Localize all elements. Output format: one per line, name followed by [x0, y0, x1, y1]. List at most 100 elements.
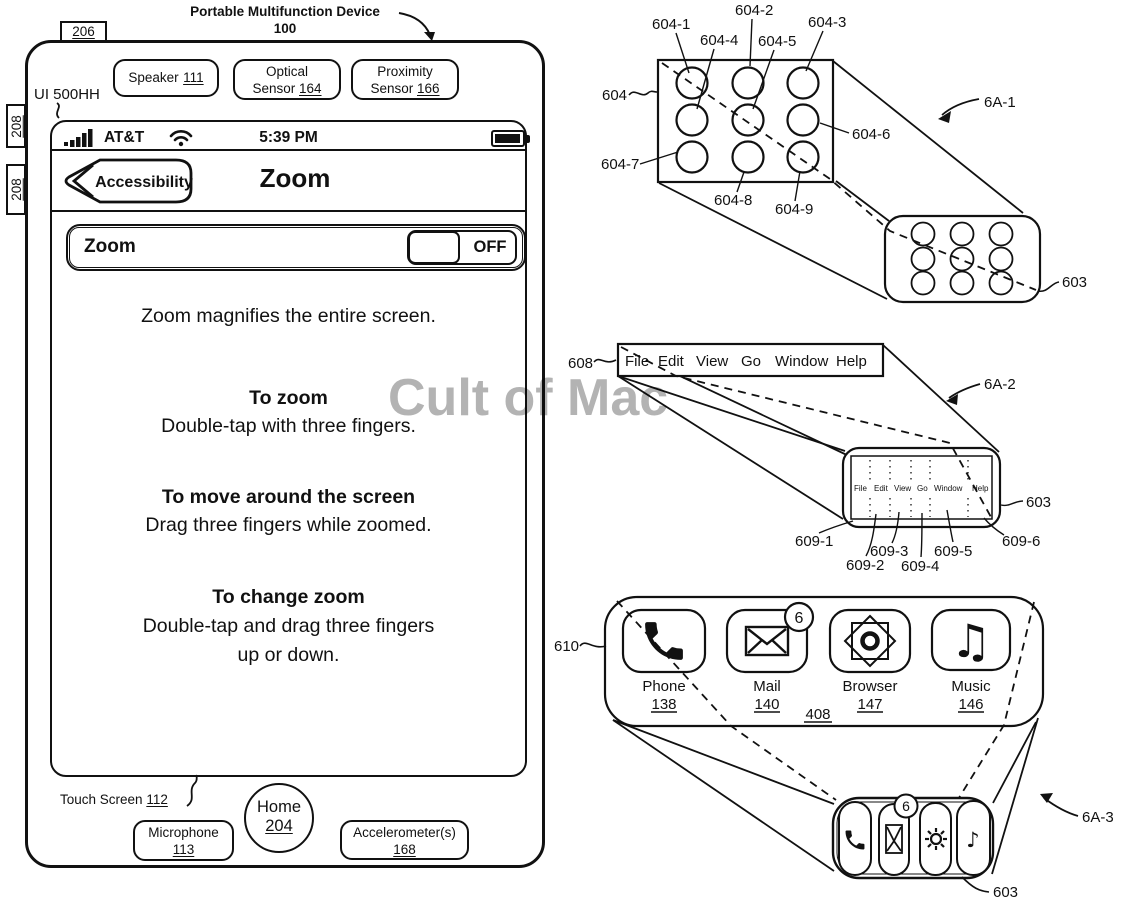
menu-item-view[interactable]: View: [696, 353, 728, 370]
svg-text:Edit: Edit: [874, 484, 889, 493]
svg-text:604: 604: [602, 87, 627, 104]
mini-browser-button[interactable]: [919, 802, 952, 876]
battery-icon: [491, 130, 525, 147]
fig1-arrow-curve: [941, 98, 980, 116]
menu-item-go[interactable]: Go: [741, 353, 761, 370]
proximity-sensor-line1: Proximity: [377, 64, 433, 79]
svg-text:604-2: 604-2: [735, 2, 773, 19]
svg-text:408: 408: [805, 706, 830, 723]
fig1-projection-lines: [658, 60, 1024, 300]
zoom-intro-text: Zoom magnifies the entire screen.: [141, 305, 436, 327]
optical-sensor-line1: Optical: [265, 64, 309, 79]
svg-text:609-3: 609-3: [870, 543, 908, 560]
fig2-callout-leaders: [593, 358, 1024, 558]
fig2-labels: 608 609-1 609-2 609-3 609-4 609-5 609-6 …: [568, 355, 1051, 575]
change-zoom-body2: up or down.: [237, 644, 340, 666]
mini-braille-dots: [910, 221, 1014, 296]
menu-item-window[interactable]: Window: [775, 353, 829, 370]
change-zoom-body1: Double-tap and drag three fingers: [142, 615, 435, 637]
to-zoom-heading: To zoom: [249, 387, 328, 409]
menu-item-help[interactable]: Help: [836, 353, 867, 370]
speaker-ref: 111: [183, 70, 204, 85]
svg-text:609-4: 609-4: [901, 558, 939, 575]
svg-text:604-1: 604-1: [652, 16, 690, 33]
music-icon: ♫: [950, 614, 991, 668]
microphone-label: Microphone: [148, 825, 219, 840]
svg-text:604-5: 604-5: [758, 33, 796, 50]
carrier-label: AT&T: [104, 129, 145, 146]
svg-text:603: 603: [1062, 274, 1087, 291]
microphone-callout: Microphone 113: [133, 820, 234, 861]
ui-ref-label: UI 500HH: [34, 86, 100, 103]
fig3-dashed-right: [956, 601, 1035, 802]
figure-title: Portable Multifunction Device: [190, 4, 380, 19]
mail-badge-count: 6: [795, 610, 804, 627]
menu-item-edit[interactable]: Edit: [658, 353, 685, 370]
fig2-arrowhead: [946, 394, 958, 405]
nav-divider: [52, 210, 525, 212]
home-button[interactable]: Home 204: [244, 783, 314, 853]
browser-app-button[interactable]: [828, 608, 912, 674]
svg-text:140: 140: [754, 696, 779, 713]
mini-phone-button[interactable]: [838, 801, 872, 876]
fig1-arrowhead: [938, 111, 951, 123]
back-button[interactable]: Accessibility: [56, 156, 198, 206]
fig-6a3: 6 ♫ Phone Mail Browser Music 138 140 147…: [554, 595, 1114, 901]
zoom-setting-row: [66, 224, 526, 271]
watermark: Cult of Mac: [388, 369, 669, 427]
mini-music-icon: ♪: [966, 828, 979, 852]
page-title: Zoom: [259, 163, 331, 193]
fig2-dashed-diagonal: [620, 346, 992, 518]
fig-6a1: 604-1 604-2 604-3 604-4 604-5 604-6 604-…: [601, 2, 1087, 304]
mini-mail-badge-count: 6: [902, 798, 910, 814]
svg-text:View: View: [894, 484, 911, 493]
speaker-callout: Speaker 111: [113, 59, 219, 97]
accelerometer-ref: 168: [393, 841, 416, 857]
to-zoom-body: Double-tap with three fingers.: [161, 415, 416, 437]
svg-text:603: 603: [993, 884, 1018, 901]
zoom-setting-row-inner: [69, 227, 523, 268]
proximity-sensor-ref: 166: [417, 80, 440, 96]
svg-text:610: 610: [554, 638, 579, 655]
fig3-labels: 610 6A-3 603: [554, 638, 1114, 901]
svg-text:604-3: 604-3: [808, 14, 846, 31]
signal-strength-icon: [64, 129, 93, 147]
touch-screen-ref: 112: [146, 792, 168, 807]
svg-text:604-7: 604-7: [601, 156, 639, 173]
svg-text:609-1: 609-1: [795, 533, 833, 550]
phone-app-button[interactable]: [621, 608, 707, 674]
touch-screen-label: Touch Screen: [60, 792, 143, 807]
mini-music-button[interactable]: [956, 800, 991, 876]
wifi-icon: [169, 130, 193, 147]
chevron-left-icon: [71, 163, 94, 199]
clock-label: 5:39 PM: [259, 129, 318, 146]
music-app-button[interactable]: [930, 608, 1012, 672]
fig1-603-leader: [1037, 281, 1060, 293]
optical-sensor-line2: Sensor: [252, 80, 296, 96]
home-label: Home: [256, 798, 301, 816]
menu-item-file[interactable]: File: [625, 353, 649, 370]
svg-text:608: 608: [568, 355, 593, 372]
svg-text:Help: Help: [972, 484, 989, 493]
svg-text:603: 603: [1026, 494, 1051, 511]
svg-text:609-6: 609-6: [1002, 533, 1040, 550]
status-bar: [52, 121, 525, 151]
svg-text:604-9: 604-9: [775, 201, 813, 218]
svg-text:File: File: [854, 484, 867, 493]
proximity-sensor-line2: Sensor: [370, 80, 414, 96]
zoom-toggle-knob[interactable]: [408, 231, 460, 264]
svg-text:604-4: 604-4: [700, 32, 738, 49]
fig3-610-squiggle: [579, 642, 607, 648]
home-ref: 204: [265, 817, 293, 835]
svg-text:6A-3: 6A-3: [1082, 809, 1114, 826]
braille-dots: [675, 66, 820, 174]
svg-text:Go: Go: [917, 484, 928, 493]
app-labels: Phone Mail Browser Music 138 140 147 146…: [642, 678, 991, 723]
change-zoom-heading: To change zoom: [212, 586, 365, 608]
volume-button-tab-2: 208: [6, 164, 26, 215]
fig3-projection-lines: [612, 717, 1039, 875]
proximity-sensor-callout: Proximity Sensor 166: [351, 59, 459, 100]
back-button-label: Accessibility: [95, 174, 193, 191]
phone-leader-lines: [56, 12, 431, 807]
